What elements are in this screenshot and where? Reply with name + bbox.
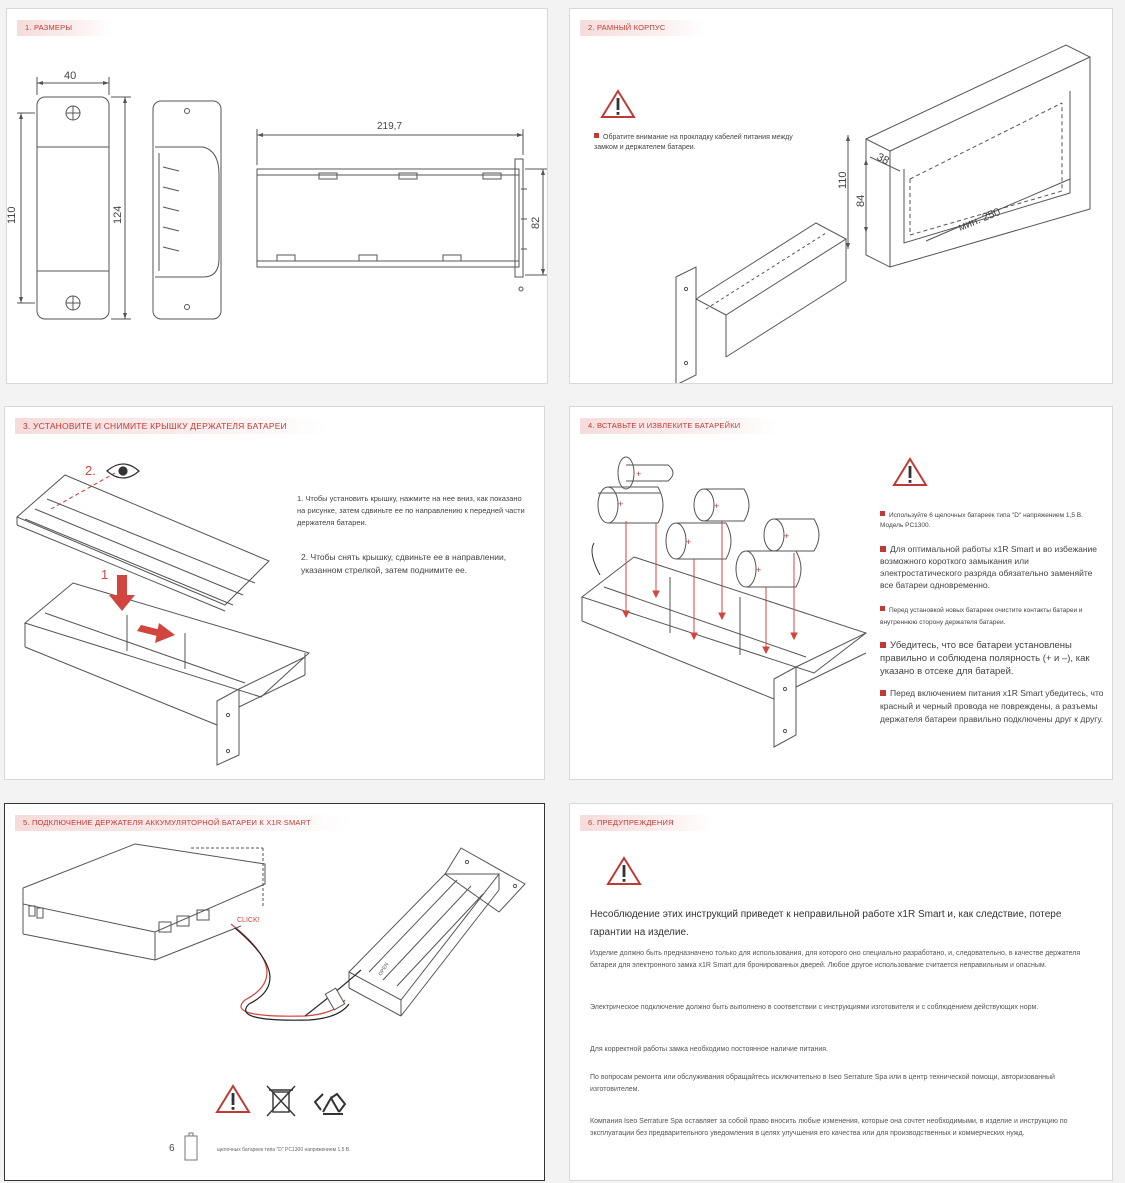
dim-height-outer: 124 — [112, 206, 124, 224]
svg-text:+: + — [686, 537, 691, 547]
battery-spec: щелочных батареек типа "D" PC1300 напряж… — [217, 1147, 351, 1153]
svg-text:+: + — [756, 565, 761, 575]
dim-w: 38 — [875, 151, 891, 167]
section-title: 3. УСТАНОВИТЕ И СНИМИТЕ КРЫШКУ ДЕРЖАТЕЛЯ… — [15, 418, 327, 434]
warning-item: По вопросам ремонта или обслуживания обр… — [590, 1074, 1055, 1093]
svg-text:+: + — [636, 469, 641, 479]
dim-length: 219,7 — [377, 121, 402, 132]
panel-frame-housing: 2. РАМНЫЙ КОРПУС — [569, 8, 1113, 384]
warning-triangle-icon — [892, 457, 928, 486]
warnings-drawing — [606, 856, 642, 885]
click-label: CLICK! — [237, 917, 260, 924]
warning-item: Несоблюдение этих инструкций приведет к … — [590, 909, 1062, 938]
battery-count: 6 — [169, 1143, 175, 1154]
eye-icon — [106, 463, 140, 479]
dim-depth: 82 — [530, 217, 542, 229]
dim-h1: 110 — [837, 171, 849, 189]
svg-text:+: + — [784, 531, 789, 541]
dim-len: мин. 250 — [957, 206, 1003, 234]
battery-icon — [184, 1132, 198, 1161]
batteries-drawing: + + + + + + — [580, 456, 928, 748]
svg-text:+: + — [618, 499, 623, 509]
battery-note-3: Перед установкой новых батареек очистите… — [880, 606, 1083, 626]
section-title: 1. РАЗМЕРЫ — [17, 20, 113, 36]
warning-item: Для корректной работы замка необходимо п… — [590, 1046, 828, 1053]
warning-triangle-icon — [600, 89, 636, 118]
section-title: 2. РАМНЫЙ КОРПУС — [580, 20, 706, 36]
cover-drawing: 2. 1 — [16, 463, 310, 766]
dim-h2: 84 — [855, 195, 867, 207]
step-2-label: 2. — [85, 463, 96, 478]
instruction-install: 1. Чтобы установить крышку, нажмите на н… — [297, 494, 525, 527]
warning-triangle-icon — [215, 1084, 251, 1113]
panel-dimensions: 1. РАЗМЕРЫ — [6, 8, 548, 384]
battery-note-5: Перед включением питания x1R Smart убеди… — [880, 688, 1104, 724]
dimension-drawing: 40 110 124 219,7 82 — [7, 70, 547, 320]
frame-drawing: 110 84 38 мин. 250 — [600, 44, 1091, 383]
section-title: 5. ПОДКЛЮЧЕНИЕ ДЕРЖАТЕЛЯ АККУМУЛЯТОРНОЙ … — [15, 815, 351, 831]
panel-cover: 3. УСТАНОВИТЕ И СНИМИТЕ КРЫШКУ ДЕРЖАТЕЛЯ… — [4, 406, 545, 780]
warning-item: Электрическое подключение должно быть вы… — [590, 1004, 1039, 1011]
section-title: 6. ПРЕДУПРЕЖДЕНИЯ — [580, 815, 714, 831]
connection-drawing: CLICK! OPEN 6 щелочных батареек типа "D"… — [22, 843, 526, 1161]
battery-note-2: Для оптимальной работы x1R Smart и во из… — [880, 544, 1098, 590]
panel-connection: 5. ПОДКЛЮЧЕНИЕ ДЕРЖАТЕЛЯ АККУМУЛЯТОРНОЙ … — [4, 803, 545, 1181]
panel-batteries: 4. ВСТАВЬТЕ И ИЗВЛЕКИТЕ БАТАРЕЙКИ — [569, 406, 1113, 780]
weee-bin-icon — [266, 1085, 296, 1117]
recycle-icon — [313, 1092, 347, 1115]
dim-width: 40 — [64, 70, 76, 82]
cable-note: Обратите внимание на прокладку кабелей п… — [594, 133, 793, 151]
warning-triangle-icon — [606, 856, 642, 885]
panel-warnings: 6. ПРЕДУПРЕЖДЕНИЯ Несоблюдение этих инст… — [569, 803, 1113, 1181]
dim-height-inner: 110 — [7, 206, 18, 224]
battery-note-4: Убедитесь, что все батареи установлены п… — [880, 640, 1090, 677]
step-1-label: 1 — [101, 567, 108, 582]
warning-item: Изделие должно быть предназначено только… — [590, 950, 1081, 969]
section-title: 4. ВСТАВЬТЕ И ИЗВЛЕКИТЕ БАТАРЕЙКИ — [580, 418, 781, 434]
instruction-remove: 2. Чтобы снять крышку, сдвиньте ее в нап… — [301, 552, 507, 575]
battery-note-1: Используйте 6 щелочных батареек типа "D"… — [880, 511, 1083, 529]
svg-text:+: + — [714, 501, 719, 511]
warning-item: Компания Iseo Serrature Spa оставляет за… — [590, 1118, 1068, 1137]
